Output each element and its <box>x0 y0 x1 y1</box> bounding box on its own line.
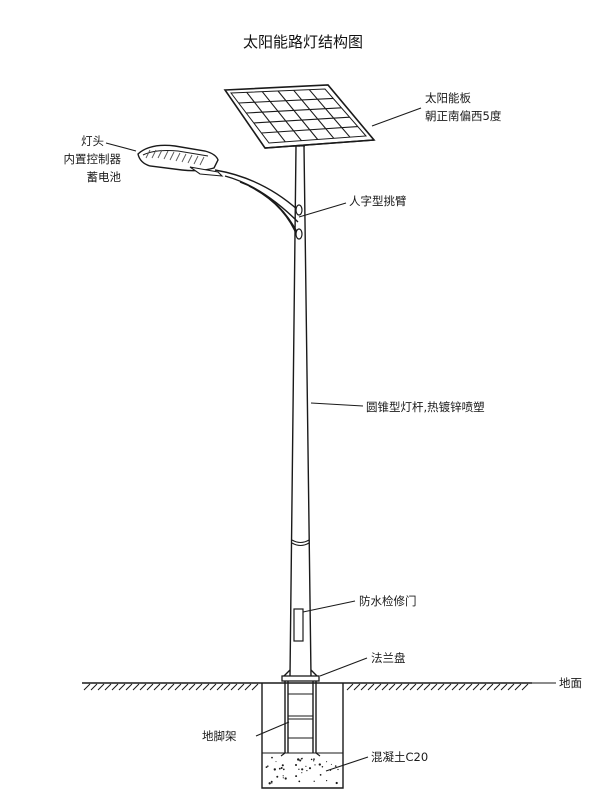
arm-label: 人字型挑臂 <box>349 194 407 208</box>
solar-panel <box>223 84 376 149</box>
lamp-arm <box>214 169 303 240</box>
flange-label: 法兰盘 <box>371 651 406 665</box>
lamp-head-label: 灯头 <box>81 134 104 148</box>
solar-panel-orientation-label: 朝正南偏西5度 <box>425 109 502 123</box>
concrete-dots <box>265 756 339 785</box>
battery-label: 蓄电池 <box>87 170 122 184</box>
solar-panel-label: 太阳能板 <box>425 91 471 105</box>
diagram-title: 太阳能路灯结构图 <box>243 33 363 51</box>
concrete-label: 混凝土C20 <box>371 750 428 764</box>
controller-label: 内置控制器 <box>64 152 122 166</box>
anchor-label: 地脚架 <box>202 729 237 743</box>
lamp-head <box>137 144 224 177</box>
door-label: 防水检修门 <box>359 594 417 608</box>
pole <box>289 145 312 677</box>
foundation-pit <box>261 683 344 789</box>
maintenance-door <box>293 608 304 642</box>
leader-lines <box>105 107 556 772</box>
anchor-cage <box>280 681 321 757</box>
flange <box>281 669 320 682</box>
ground-label: 地面 <box>559 676 582 690</box>
pole-label: 圆锥型灯杆,热镀锌喷塑 <box>366 400 485 414</box>
ground-line <box>82 682 532 691</box>
